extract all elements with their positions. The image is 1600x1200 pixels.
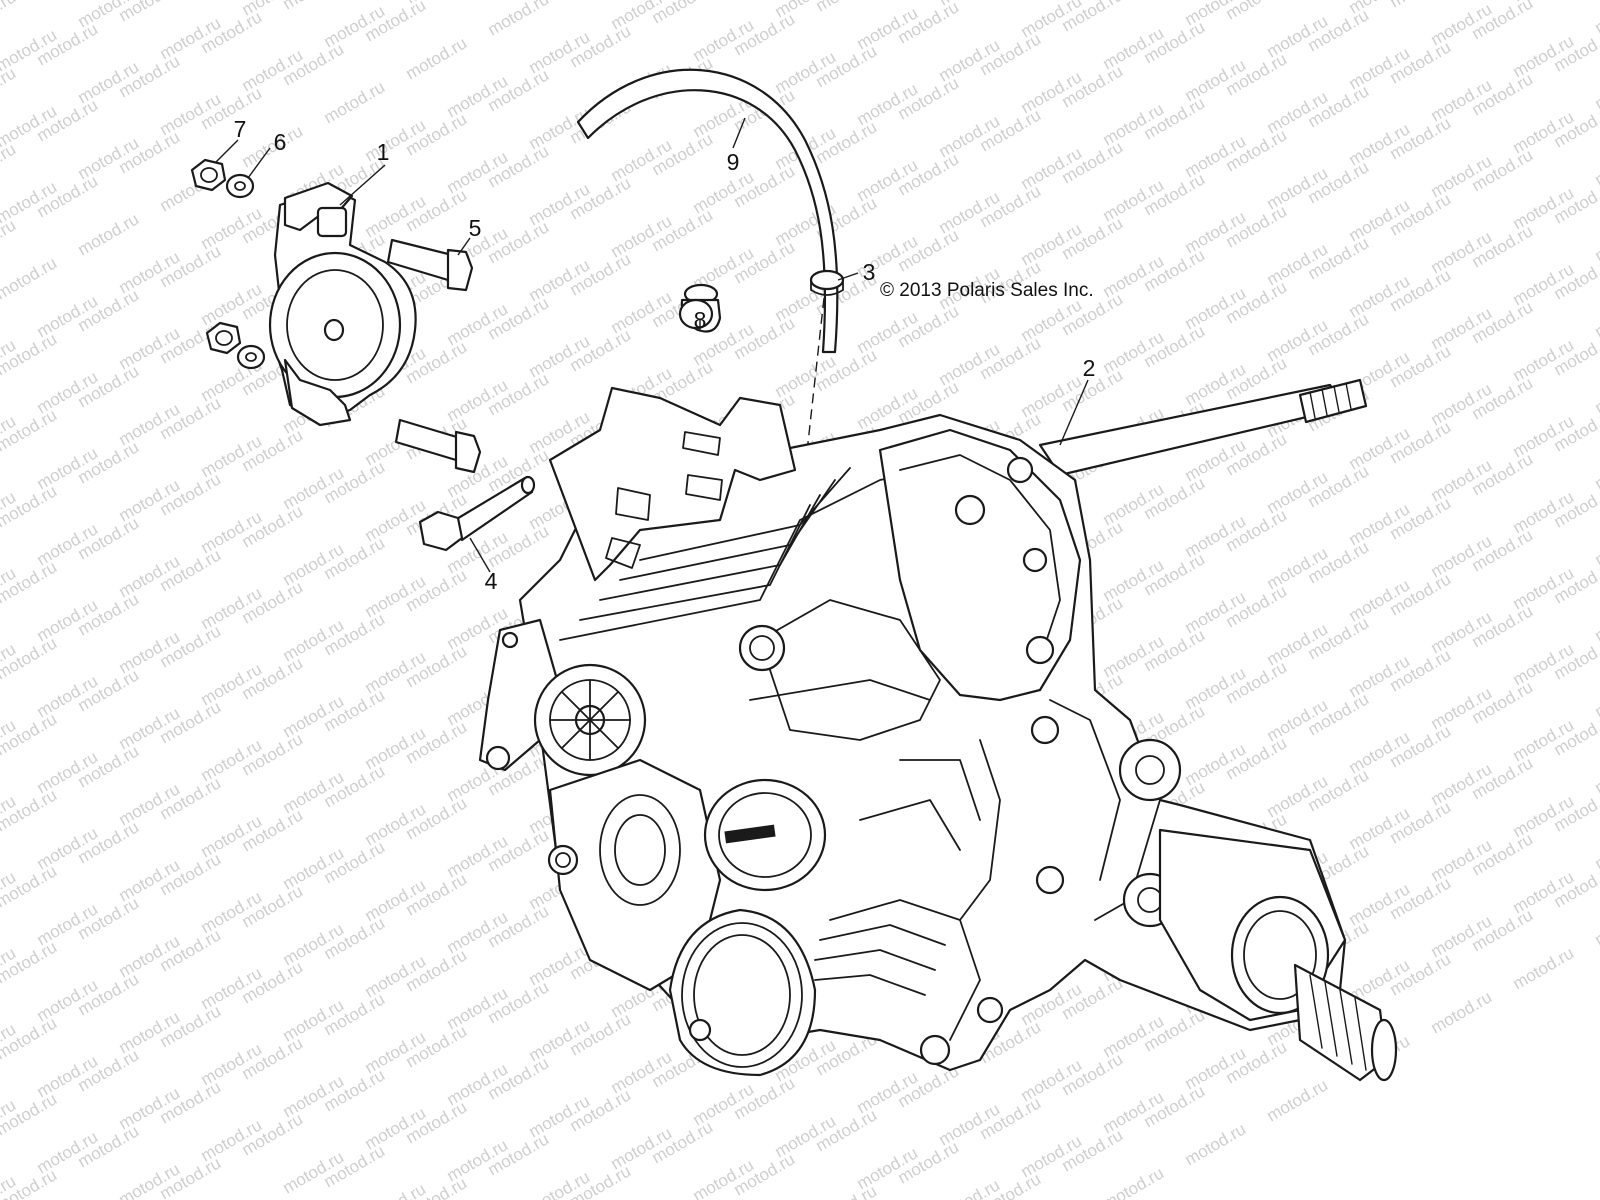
- watermark-text: motod.ru: [1592, 747, 1600, 797]
- short-bolt: [394, 418, 482, 474]
- watermark-text: motod.ru: [1592, 367, 1600, 417]
- callout-1: 1: [377, 139, 390, 165]
- callout-6: 6: [274, 129, 287, 155]
- washer: [225, 173, 255, 199]
- watermark-text: motod.ru: [1592, 823, 1600, 873]
- watermark-text: motod.ru: [1592, 0, 1600, 37]
- callout-4: 4: [485, 568, 498, 594]
- grommet: [678, 283, 722, 333]
- watermark-text: motod.ru: [977, 0, 1045, 3]
- watermark-text: motod.ru: [116, 0, 184, 25]
- callout-5: 5: [469, 215, 482, 241]
- callout-8: 8: [694, 307, 707, 333]
- watermark-text: motod.ru: [1264, 1075, 1332, 1125]
- watermark-text: motod.ru: [1510, 943, 1578, 993]
- watermark-text: motod.ru: [444, 0, 512, 1]
- watermark-text: motod.ru: [1592, 595, 1600, 645]
- watermark-text: motod.ru: [1592, 443, 1600, 493]
- long-bolt: [418, 475, 536, 552]
- watermark-text: motod.ru: [1387, 0, 1455, 11]
- hose-routing-line: [804, 297, 825, 471]
- flange-nut: [190, 158, 227, 192]
- watermark-text: motod.ru: [1223, 0, 1291, 23]
- watermark-text: motod.ru: [1592, 899, 1600, 949]
- watermark-text: motod.ru: [1100, 1163, 1168, 1200]
- watermark-text: motod.ru: [0, 253, 60, 303]
- watermark-text: motod.ru: [1592, 215, 1600, 265]
- short-bolt: [386, 238, 474, 292]
- watermark-text: motod.ru: [649, 0, 717, 27]
- watermark-text: motod.ru: [0, 63, 19, 113]
- watermark-text: motod.ru: [0, 215, 19, 265]
- transmission-assembly: [478, 378, 1398, 1082]
- gear-position-sensor: [268, 181, 417, 427]
- watermark-text: motod.ru: [485, 0, 553, 39]
- watermark-text: motod.ru: [1182, 1119, 1250, 1169]
- watermark-text: motod.ru: [1592, 63, 1600, 113]
- copyright-notice: © 2013 Polaris Sales Inc.: [880, 280, 1094, 301]
- watermark-text: motod.ru: [1592, 291, 1600, 341]
- watermark-text: motod.ru: [1592, 519, 1600, 569]
- flange-nut: [205, 321, 242, 355]
- watermark-text: motod.ru: [403, 33, 471, 83]
- callout-9: 9: [727, 149, 740, 175]
- watermark-text: motod.ru: [813, 1181, 881, 1200]
- hose-clamp: [809, 269, 845, 296]
- callout-labels: 1 2 3 4 5 6 7 8 9: [234, 116, 1096, 594]
- washer: [236, 344, 266, 370]
- callout-2: 2: [1083, 355, 1096, 381]
- watermark-text: motod.ru: [239, 121, 307, 171]
- callout-7: 7: [234, 116, 247, 142]
- watermark-text: motod.ru: [813, 0, 881, 15]
- watermark-text: motod.ru: [0, 0, 19, 37]
- watermark-text: motod.ru: [0, 139, 19, 189]
- watermark-text: motod.ru: [321, 77, 389, 127]
- watermark-text: motod.ru: [1592, 139, 1600, 189]
- callout-3: 3: [863, 259, 876, 285]
- vent-hose: [576, 68, 839, 354]
- watermark-text: motod.ru: [1428, 987, 1496, 1037]
- watermark-text: motod.ru: [280, 0, 348, 13]
- leader-lines: [214, 117, 1089, 573]
- watermark-text: motod.ru: [75, 209, 143, 259]
- watermark-text: motod.ru: [1592, 671, 1600, 721]
